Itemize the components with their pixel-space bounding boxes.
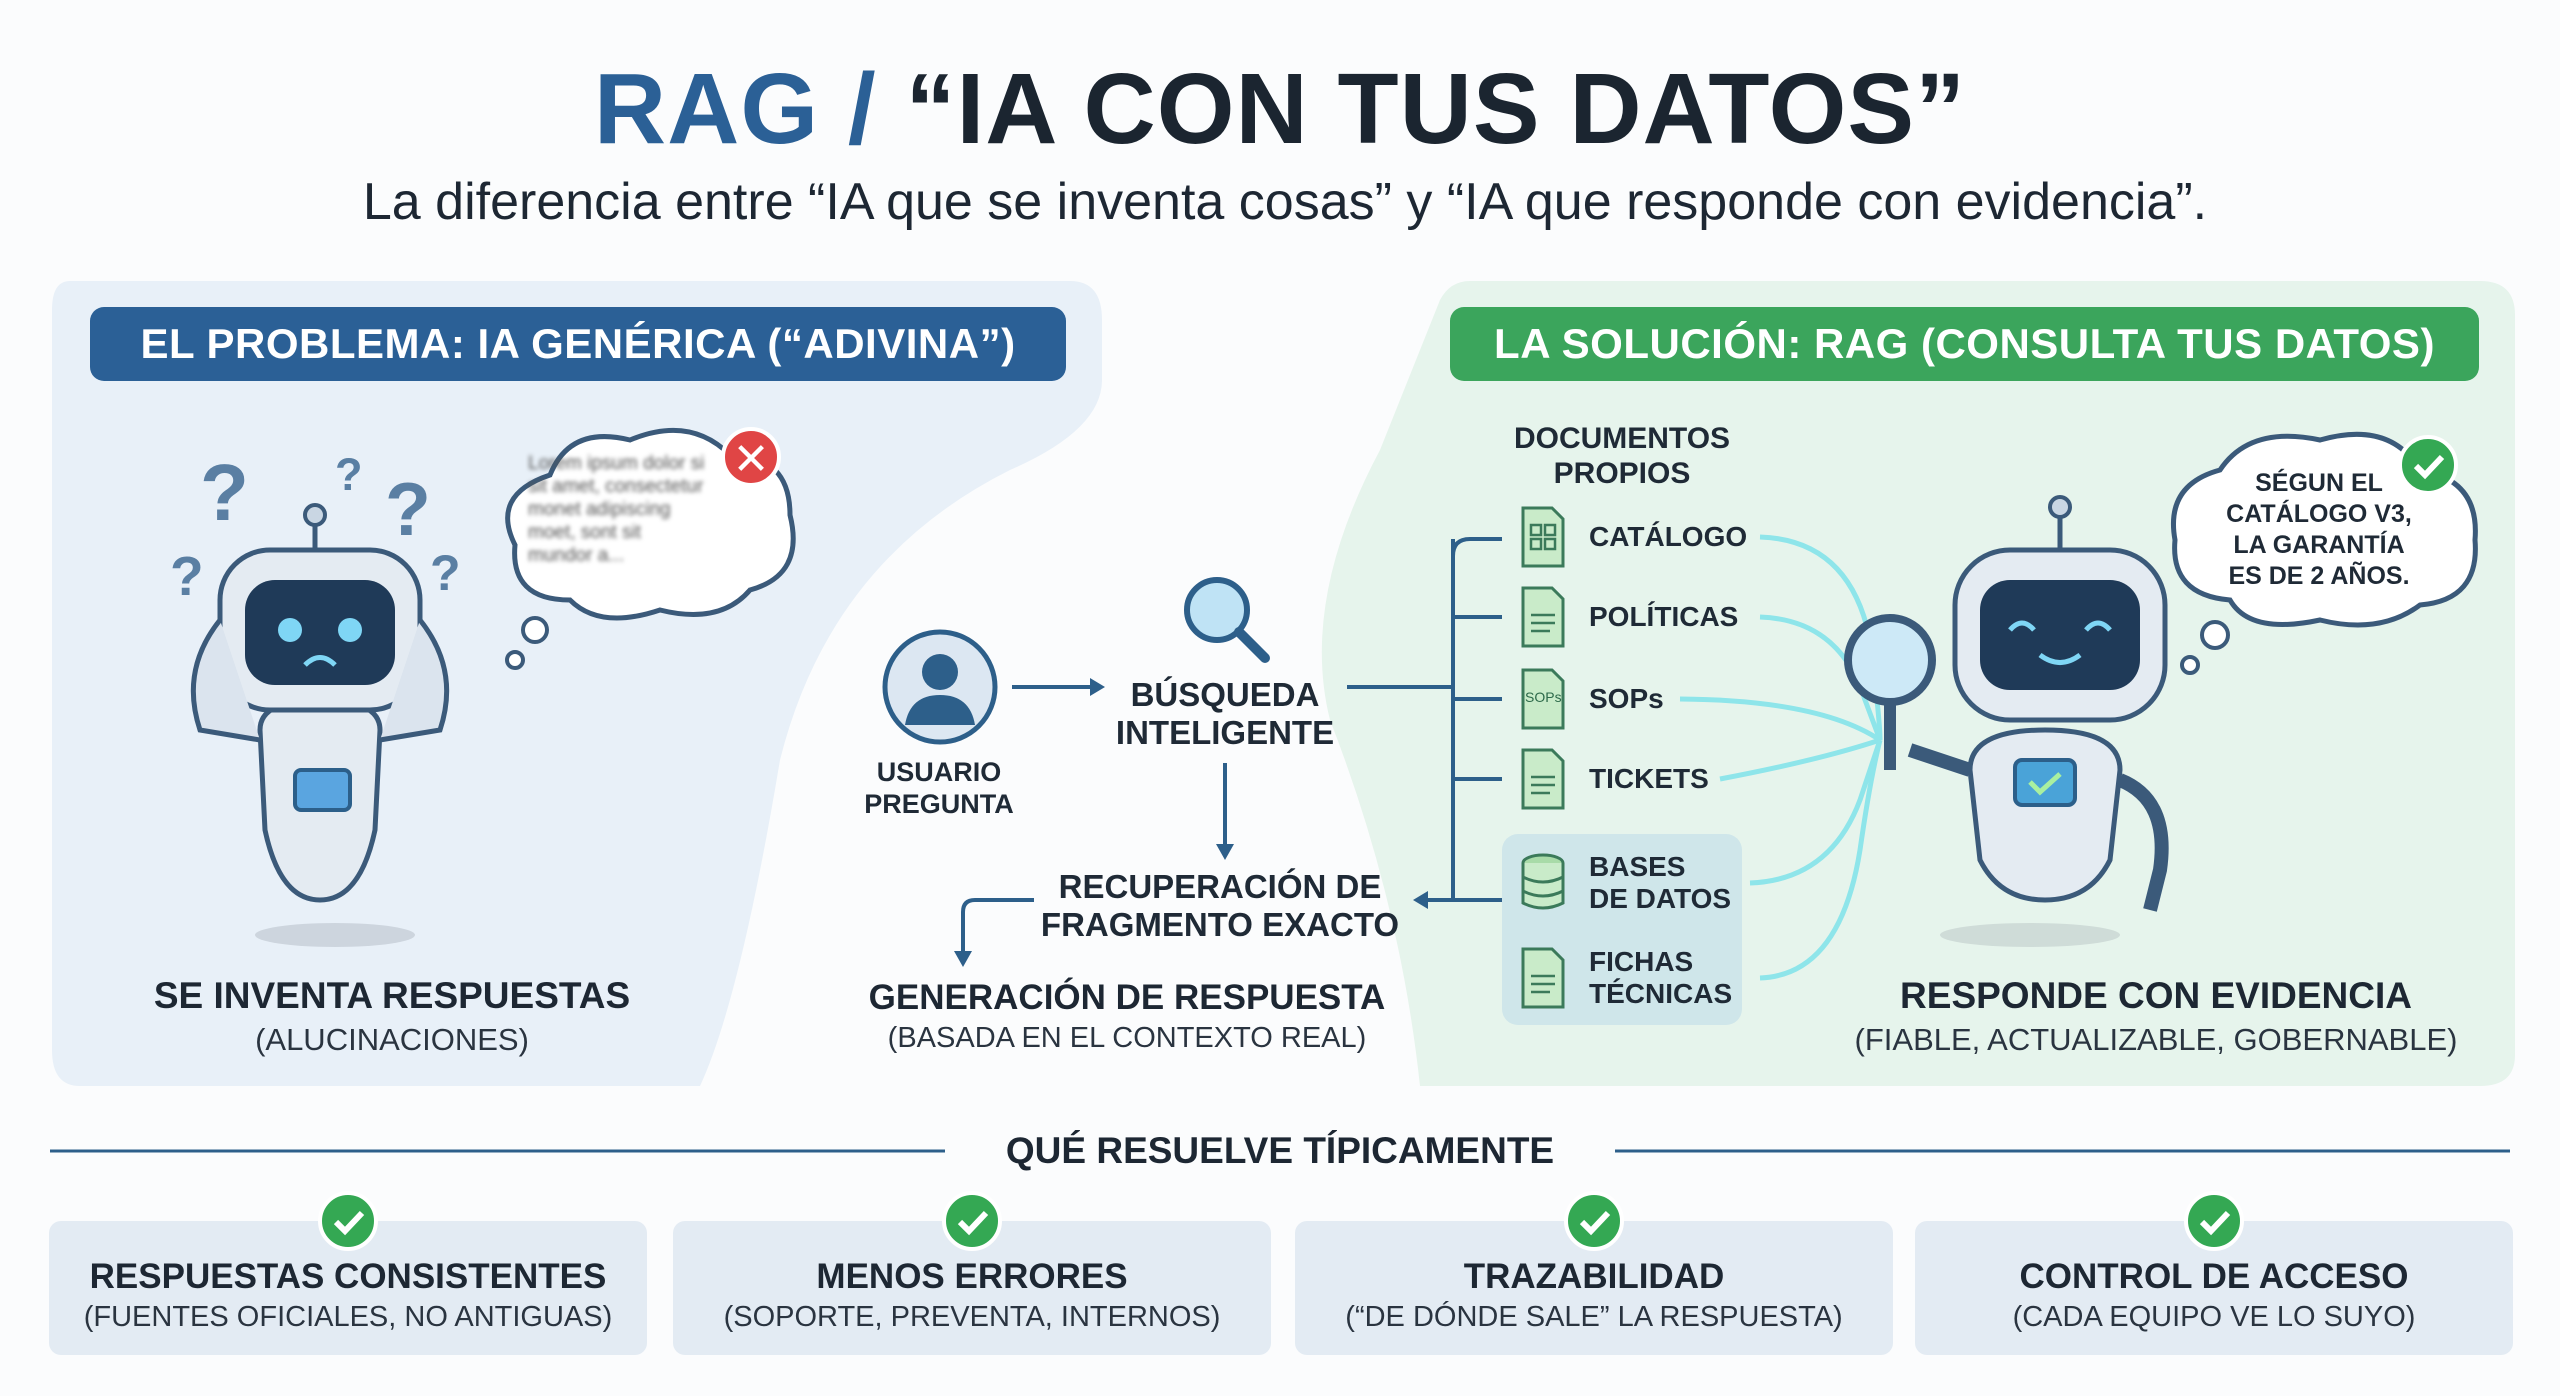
check-icon: [2184, 1191, 2244, 1251]
svg-text:?: ?: [335, 449, 363, 500]
document-source-label: SOPs: [1589, 683, 1664, 714]
page-title: RAG / “IA CON TUS DATOS”: [594, 52, 1966, 167]
hallucinated-text: Lorem ipsum dolor si sit amet, consectet…: [528, 453, 705, 566]
document-source-label: BASES DE DATOS: [1589, 851, 1732, 914]
benefit-card: TRAZABILIDAD (“DE DÓNDE SALE” LA RESPUEST…: [1295, 1221, 1893, 1355]
magnifier-icon: [1184, 577, 1270, 663]
error-x-icon: ✕: [721, 427, 781, 487]
check-icon: [318, 1191, 378, 1251]
solution-caption: RESPONDE CON EVIDENCIA: [1900, 975, 2412, 1016]
flow-connectors: [961, 537, 1502, 955]
ticket-edit-icon: [1520, 747, 1566, 811]
sop-document-icon: SOPs: [1520, 667, 1566, 731]
check-icon: [2398, 435, 2458, 495]
benefit-title: RESPUESTAS CONSISTENTES: [89, 1257, 607, 1296]
solution-caption-sub: (FIABLE, ACTUALIZABLE, GOBERNABLE): [1854, 1022, 2458, 1057]
datasheet-icon: [1520, 946, 1566, 1010]
benefit-sub: (CADA EQUIPO VE LO SUYO): [2012, 1301, 2416, 1333]
solution-header: LA SOLUCIÓN: RAG (CONSULTA TUS DATOS): [1450, 307, 2479, 381]
policy-document-icon: [1520, 585, 1566, 649]
check-icon: [942, 1191, 1002, 1251]
benefit-sub: (FUENTES OFICIALES, NO ANTIGUAS): [83, 1301, 613, 1333]
evidence-answer-text: SÉGUN EL CATÁLOGO V3, LA GARANTÍA ES DE …: [2226, 469, 2412, 590]
title-accent: RAG /: [593, 53, 877, 165]
document-source-label: FICHAS TÉCNICAS: [1589, 946, 1733, 1009]
confused-robot-icon: ?????: [170, 448, 461, 947]
document-source-label: POLÍTICAS: [1589, 601, 1739, 632]
title-main: “IA CON TUS DATOS”: [905, 53, 1967, 165]
generation-sub: (BASADA EN EL CONTEXTO REAL): [887, 1022, 1367, 1054]
benefit-title: CONTROL DE ACCESO: [2019, 1257, 2409, 1296]
problem-header: EL PROBLEMA: IA GENÉRICA (“ADIVINA”): [90, 307, 1066, 381]
benefits-heading: QUÉ RESUELVE TÍPICAMENTE: [1005, 1130, 1555, 1171]
benefit-title: TRAZABILIDAD: [1463, 1257, 1725, 1296]
problem-caption-sub: (ALUCINACIONES): [255, 1022, 529, 1057]
retrieval-label: RECUPERACIÓN DE FRAGMENTO EXACTO: [1040, 868, 1400, 943]
user-icon: [882, 629, 998, 745]
document-source-label: TICKETS: [1589, 763, 1709, 794]
svg-text:?: ?: [170, 545, 204, 607]
svg-text:?: ?: [385, 467, 431, 551]
own-documents-title: DOCUMENTOS PROPIOS: [1513, 422, 1731, 490]
generation-label: GENERACIÓN DE RESPUESTA: [868, 978, 1386, 1017]
benefit-sub: (SOPORTE, PREVENTA, INTERNOS): [723, 1301, 1221, 1333]
svg-text:?: ?: [200, 448, 249, 537]
problem-caption: SE INVENTA RESPUESTAS: [153, 975, 631, 1016]
grid-document-icon: [1520, 505, 1566, 569]
sop-icon-text: SOPs: [1525, 689, 1562, 705]
answer-thought-bubble: [2171, 431, 2478, 675]
user-question-label: USUARIO PREGUNTA: [864, 757, 1014, 819]
document-source-label: CATÁLOGO: [1589, 521, 1748, 552]
thought-bubble: [505, 427, 796, 670]
benefit-sub: (“DE DÓNDE SALE” LA RESPUESTA): [1345, 1301, 1843, 1333]
svg-text:?: ?: [430, 545, 461, 601]
database-icon: [1520, 851, 1566, 915]
check-icon: [1564, 1191, 1624, 1251]
happy-robot-icon: [1844, 495, 2169, 947]
benefit-card: MENOS ERRORES (SOPORTE, PREVENTA, INTERNO…: [673, 1221, 1271, 1355]
smart-search-label: BÚSQUEDA INTELIGENTE: [1115, 676, 1335, 751]
page-subtitle: La diferencia entre “IA que se inventa c…: [362, 173, 2208, 231]
benefit-title: MENOS ERRORES: [816, 1257, 1128, 1296]
